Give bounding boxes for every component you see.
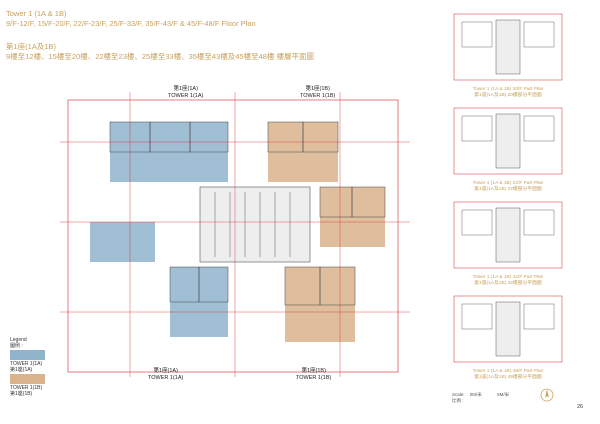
page-number: 26	[577, 404, 584, 410]
legend-title-en: Legend	[10, 337, 27, 343]
wing-label-en: TOWER 1(1B)	[300, 93, 336, 99]
wing-label-en: TOWER 1(1A)	[168, 93, 204, 99]
part-plan-caption-zh: 第1座(1A及1B) 42樓部分平面圖	[474, 281, 542, 286]
title-english: Tower 1 (1A & 1B)	[6, 9, 67, 18]
part-plan-48f: Tower 1 (1A & 1B) 48/F Part Plan 第1座(1A及…	[452, 294, 564, 381]
scale-five: 5M/米	[497, 392, 510, 397]
legend-item-1b-zh: 第1座(1B)	[10, 391, 33, 397]
scale-zero: 0M/米	[469, 392, 482, 397]
wing-label-bottom-left: 第1座(1A) TOWER 1(1A)	[148, 368, 183, 382]
wing-label-bottom-right: 第1座(1B) TOWER 1(1B)	[296, 368, 331, 382]
scale-bar: Scale: 0M/米 5M/米 比例 :	[452, 392, 509, 404]
north-arrow-icon	[540, 388, 554, 402]
title-chinese: 第1座(1A及1B)	[6, 42, 57, 51]
floor-plan	[60, 92, 410, 377]
part-plan-caption-en: Tower 1 (1A & 1B) 42/F Part Plan	[472, 275, 544, 280]
scale-label-en: Scale:	[452, 392, 465, 397]
wing-label-zh: 第1座(1A)	[173, 86, 198, 92]
wing-label-zh: 第1座(1B)	[301, 368, 326, 374]
part-plan-20f: Tower 1 (1A & 1B) 20/F Part Plan 第1座(1A及…	[452, 12, 564, 99]
part-plan-caption-en: Tower 1 (1A & 1B) 22/F Part Plan	[472, 181, 544, 186]
legend-swatch-1a	[10, 350, 45, 360]
scale-label-zh: 比例 :	[452, 398, 464, 403]
wing-label-zh: 第1座(1A)	[153, 368, 178, 374]
part-plan-42f: Tower 1 (1A & 1B) 42/F Part Plan 第1座(1A及…	[452, 200, 564, 287]
legend-item-1a-zh: 第1座(1A)	[10, 367, 33, 373]
wing-label-zh: 第1座(1B)	[305, 86, 330, 92]
part-plan-drawing	[453, 13, 563, 81]
unit-1a-left	[90, 222, 155, 262]
legend-item-1a-en: TOWER 1(1A)	[10, 361, 43, 367]
legend-title-zh: 圖例 :	[10, 343, 23, 349]
part-plan-caption-en: Tower 1 (1A & 1B) 20/F Part Plan	[472, 87, 544, 92]
legend-item-1b-en: TOWER 1(1B)	[10, 385, 43, 391]
part-plan-22f: Tower 1 (1A & 1B) 22/F Part Plan 第1座(1A及…	[452, 106, 564, 193]
part-plan-caption-zh: 第1座(1A及1B) 22樓部分平面圖	[474, 187, 542, 192]
wing-label-en: TOWER 1(1B)	[296, 375, 332, 381]
floors-english: 9/F-12/F, 15/F-20/F, 22/F-23/F, 25/F-33/…	[6, 19, 256, 28]
part-plan-drawing	[453, 201, 563, 269]
legend: Legend 圖例 : TOWER 1(1A) 第1座(1A) TOWER 1(…	[10, 337, 45, 397]
legend-swatch-1b	[10, 374, 45, 384]
wing-label-en: TOWER 1(1A)	[148, 375, 184, 381]
core	[199, 186, 311, 263]
part-plan-caption-en: Tower 1 (1A & 1B) 48/F Part Plan	[472, 369, 544, 374]
part-plan-caption-zh: 第1座(1A及1B) 20樓部分平面圖	[474, 93, 542, 98]
part-plan-drawing	[453, 107, 563, 175]
wing-label-top-right: 第1座(1B) TOWER 1(1B)	[300, 86, 335, 100]
wing-label-top-left: 第1座(1A) TOWER 1(1A)	[168, 86, 203, 100]
part-plan-caption-zh: 第1座(1A及1B) 48樓部分平面圖	[474, 375, 542, 380]
floors-chinese: 9樓至12樓、15樓至20樓、22樓至23樓、25樓至33樓、35樓至43樓及4…	[6, 52, 315, 61]
part-plan-drawing	[453, 295, 563, 363]
